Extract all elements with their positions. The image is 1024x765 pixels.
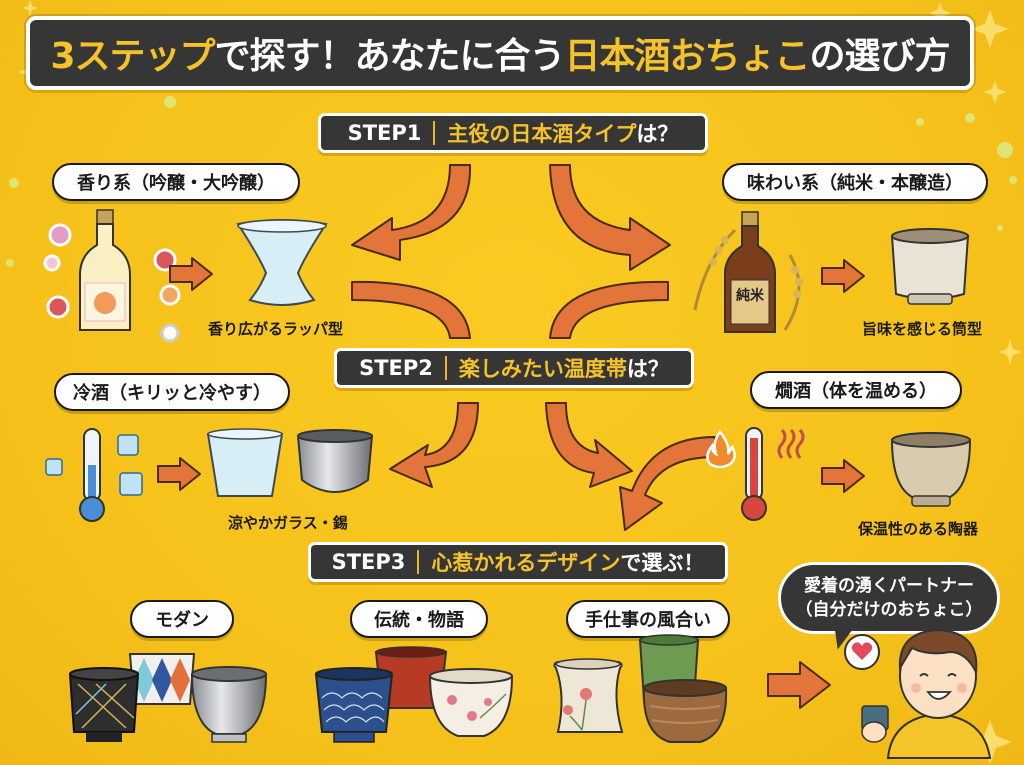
pill-label: 香り系（吟醸・大吟醸） — [77, 173, 275, 194]
red-lacquer-cup-icon — [374, 646, 448, 709]
brown-pottery-cup-icon — [642, 679, 728, 743]
pill-label: 冷酒（キリッと冷やす） — [73, 383, 271, 404]
arrow-right-icon — [821, 259, 865, 293]
pill-label: モダン — [155, 610, 209, 631]
divider — [444, 356, 447, 380]
rice-bottle-icon: 純米 — [693, 211, 803, 333]
bottle-label: 純米 — [736, 287, 765, 304]
modern-cups-icon — [68, 653, 268, 743]
handcraft-cups-icon — [553, 634, 728, 743]
option-caption: 旨味を感じる筒型 — [862, 320, 983, 338]
step-question: 楽しみたい温度帯 — [458, 357, 627, 381]
step3-heading: STEP3 心惹かれるデザイン で選ぶ！ — [308, 542, 728, 582]
traditional-cups-icon — [314, 646, 514, 743]
pill-label: 手仕事の風合い — [585, 610, 711, 631]
pill-label: 味わい系（純米・本醸造） — [747, 173, 963, 194]
step1-heading: STEP1 主役の日本酒タイプ は？ — [318, 113, 708, 153]
title-segment: の選び方 — [809, 36, 951, 77]
sakura-cup-icon — [428, 668, 514, 737]
heart-icon — [844, 634, 880, 670]
divider — [433, 121, 436, 145]
step-label: STEP1 — [347, 121, 422, 145]
step-label: STEP2 — [359, 356, 433, 380]
black-cup-icon — [68, 667, 140, 742]
branch-arrows-icon — [351, 164, 671, 339]
title-segment: 3ステップ — [50, 36, 215, 77]
ceramic-cup-icon — [890, 432, 972, 507]
trumpet-glass-icon — [236, 219, 328, 306]
step-question-suffix: で選ぶ！ — [620, 551, 705, 575]
option-pill-traditional: 伝統・物語 — [350, 600, 488, 638]
seigaiha-cup-icon — [314, 667, 394, 743]
steam-icon — [777, 428, 805, 459]
option-pill-handcraft: 手仕事の風合い — [566, 600, 730, 638]
hot-thermometer-icon — [741, 427, 767, 521]
ice-cube-icon — [45, 434, 143, 496]
pill-label: 伝統・物語 — [374, 610, 464, 631]
arrow-right-icon — [821, 459, 865, 493]
option-caption: 保温性のある陶器 — [858, 520, 979, 538]
smiling-person-icon — [861, 628, 992, 759]
step-question: 主役の日本酒タイプ — [447, 122, 637, 146]
pill-label: 燗酒（体を温める） — [775, 381, 937, 402]
flower-painted-cup-icon — [553, 658, 624, 733]
option-caption: 香り広がるラッパ型 — [208, 320, 344, 338]
tin-cup-icon — [296, 429, 374, 493]
divider — [417, 550, 420, 574]
fire-icon — [706, 430, 736, 469]
silver-cup-icon — [190, 666, 268, 743]
arrow-right-icon — [767, 661, 831, 709]
cold-thermometer-icon — [45, 428, 143, 522]
diamond-pattern-cup-icon — [128, 653, 196, 705]
page-title: 3ステップ で探す！あなたに合う 日本酒おちょこ の選び方 — [26, 16, 974, 90]
bubble-line: （自分だけのおちょこ） — [795, 600, 983, 620]
step-question-suffix: は？ — [636, 122, 679, 146]
step-question-suffix: は？ — [626, 357, 669, 381]
option-pill-flavor: 味わい系（純米・本醸造） — [722, 163, 988, 201]
option-pill-cold: 冷酒（キリッと冷やす） — [54, 373, 290, 411]
cylinder-cup-icon — [890, 228, 970, 305]
option-pill-aroma: 香り系（吟醸・大吟醸） — [52, 163, 300, 201]
option-pill-warm: 燗酒（体を温める） — [750, 371, 962, 409]
step2-heading: STEP2 楽しみたい温度帯 は？ — [334, 348, 694, 388]
option-pill-modern: モダン — [130, 600, 234, 638]
result-speech-bubble: 愛着の湧くパートナー （自分だけのおちょこ） — [778, 562, 1000, 634]
branch-arrows-icon — [389, 402, 716, 531]
step-question: 心惹かれるデザイン — [431, 551, 621, 575]
bubble-line: 愛着の湧くパートナー — [804, 576, 974, 596]
title-segment: 日本酒おちょこ — [564, 36, 811, 77]
arrow-right-icon — [169, 257, 213, 291]
arrow-right-icon — [157, 457, 201, 491]
flower-bottle-icon — [43, 209, 181, 343]
title-segment: で探す！あなたに合う — [214, 36, 566, 77]
glass-cup-icon — [206, 428, 284, 497]
step-label: STEP3 — [331, 550, 406, 574]
option-caption: 涼やかガラス・錫 — [228, 514, 348, 532]
